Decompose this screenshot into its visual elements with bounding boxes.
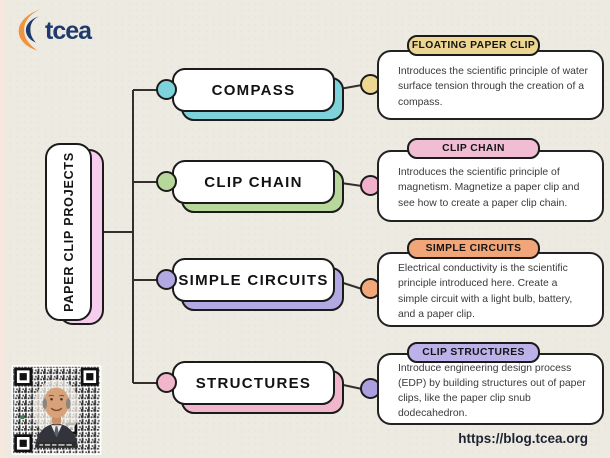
blog-url-link[interactable]: https://blog.tcea.org — [458, 431, 588, 446]
qr-finder-top-left — [14, 367, 33, 386]
root-label: PAPER CLIP PROJECTS — [61, 152, 76, 312]
page-edge-strip — [0, 0, 6, 458]
qr-finder-bottom-left — [14, 434, 33, 453]
qr-finder-top-right — [80, 367, 99, 386]
logo-text: tcea — [45, 16, 92, 45]
root-node: PAPER CLIP PROJECTS — [45, 143, 92, 321]
tcea-swoosh-icon — [18, 9, 41, 51]
tcea-logo: tcea — [16, 8, 92, 52]
presenter-photo — [33, 379, 80, 448]
qr-code-with-presenter-photo — [11, 365, 102, 455]
